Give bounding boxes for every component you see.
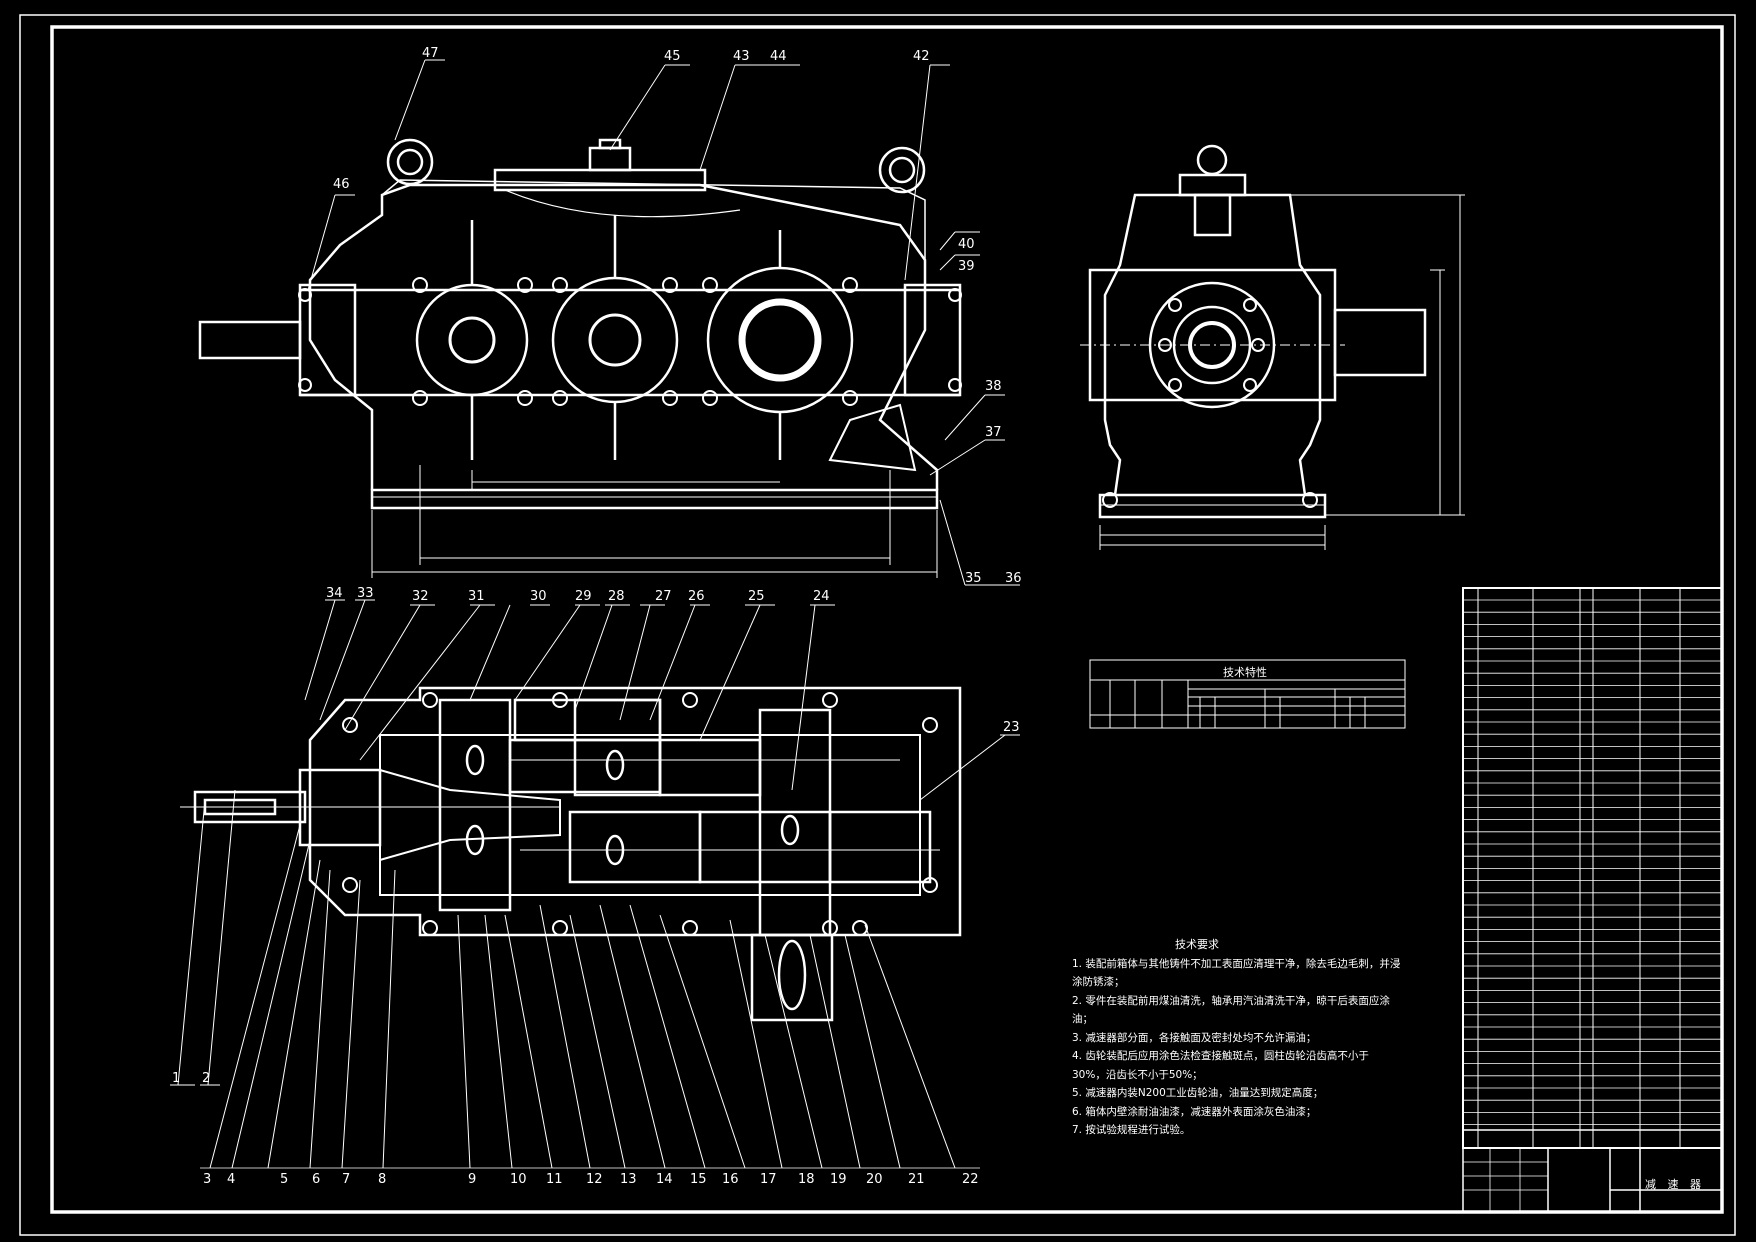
part-38-label: 38 <box>985 379 1002 394</box>
spec-table <box>1089 659 1406 729</box>
front-view <box>198 138 962 510</box>
tech-item: 5. 减速器内装N200工业齿轮油，油量达到规定高度； <box>1072 1087 1324 1099</box>
part-24-label: 24 <box>813 589 830 604</box>
part-39-label: 39 <box>958 259 975 274</box>
part-2-label: 2 <box>202 1071 210 1086</box>
title-block <box>1462 1147 1723 1213</box>
part-30-label: 30 <box>530 589 547 604</box>
tech-item: 7. 按试验规程进行试验。 <box>1072 1124 1191 1136</box>
plan-view <box>180 686 962 1022</box>
part-1-label: 1 <box>172 1071 180 1086</box>
part-20-label: 20 <box>866 1172 883 1187</box>
part-27-label: 27 <box>655 589 672 604</box>
tech-item: 4. 齿轮装配后应用涂色法检查接触斑点，圆柱齿轮沿齿高不小于30%，沿齿长不小于… <box>1072 1050 1369 1081</box>
part-7-label: 7 <box>342 1172 350 1187</box>
part-3-label: 3 <box>203 1172 211 1187</box>
part-40-label: 40 <box>958 237 975 252</box>
part-11-label: 11 <box>546 1172 563 1187</box>
part-19-label: 19 <box>830 1172 847 1187</box>
tech-item: 1. 装配前箱体与其他铸件不加工表面应清理干净，除去毛边毛刺，并浸涂防锈漆； <box>1072 957 1401 989</box>
part-45-label: 45 <box>664 49 681 64</box>
part-18-label: 18 <box>798 1172 815 1187</box>
side-view <box>1088 144 1427 519</box>
part-42-label: 42 <box>913 49 930 64</box>
tech-item: 3. 减速器部分面，各接触面及密封处均不允许漏油； <box>1072 1031 1317 1044</box>
part-number-labels: 47 46 45 43 44 42 40 39 38 37 35 36 34 3… <box>172 46 1022 1187</box>
part-28-label: 28 <box>608 589 625 604</box>
parts-list <box>1462 587 1723 1149</box>
part-34-label: 34 <box>326 586 343 601</box>
part-33-label: 33 <box>357 586 374 601</box>
part-12-label: 12 <box>586 1172 603 1187</box>
outer-border <box>19 14 1736 1236</box>
part-16-label: 16 <box>722 1172 739 1187</box>
part-17-label: 17 <box>760 1172 777 1187</box>
part-26-label: 26 <box>688 589 705 604</box>
part-6-label: 6 <box>312 1172 320 1187</box>
part-31-label: 31 <box>468 589 485 604</box>
tech-item: 6. 箱体内壁涂耐油油漆，减速器外表面涂灰色油漆； <box>1072 1105 1317 1118</box>
part-23-label: 23 <box>1003 720 1020 735</box>
part-13-label: 13 <box>620 1172 637 1187</box>
spec-table-title: 技术特性 <box>1223 666 1267 679</box>
tech-requirements-title: 技术要求 <box>1175 938 1219 951</box>
part-37-label: 37 <box>985 425 1002 440</box>
part-44-label: 44 <box>770 49 787 64</box>
part-25-label: 25 <box>748 589 765 604</box>
part-32-label: 32 <box>412 589 429 604</box>
part-22-label: 22 <box>962 1172 979 1187</box>
part-9-label: 9 <box>468 1172 476 1187</box>
part-43-label: 43 <box>733 49 750 64</box>
part-15-label: 15 <box>690 1172 707 1187</box>
tech-requirements: 技术要求 1. 装配前箱体与其他铸件不加工表面应清理干净，除去毛边毛刺，并浸涂防… <box>1072 936 1402 1140</box>
part-21-label: 21 <box>908 1172 925 1187</box>
part-14-label: 14 <box>656 1172 673 1187</box>
part-47-label: 47 <box>422 46 439 61</box>
part-10-label: 10 <box>510 1172 527 1187</box>
part-8-label: 8 <box>378 1172 386 1187</box>
part-35-label: 35 <box>965 571 982 586</box>
tech-item: 2. 零件在装配前用煤油清洗，轴承用汽油清洗干净，晾干后表面应涂油； <box>1072 994 1390 1026</box>
part-29-label: 29 <box>575 589 592 604</box>
title-block-name: 减 速 器 <box>1645 1178 1705 1191</box>
inner-border <box>50 25 1724 1214</box>
part-5-label: 5 <box>280 1172 288 1187</box>
part-46-label: 46 <box>333 177 350 192</box>
part-36-label: 36 <box>1005 571 1022 586</box>
part-4-label: 4 <box>227 1172 235 1187</box>
